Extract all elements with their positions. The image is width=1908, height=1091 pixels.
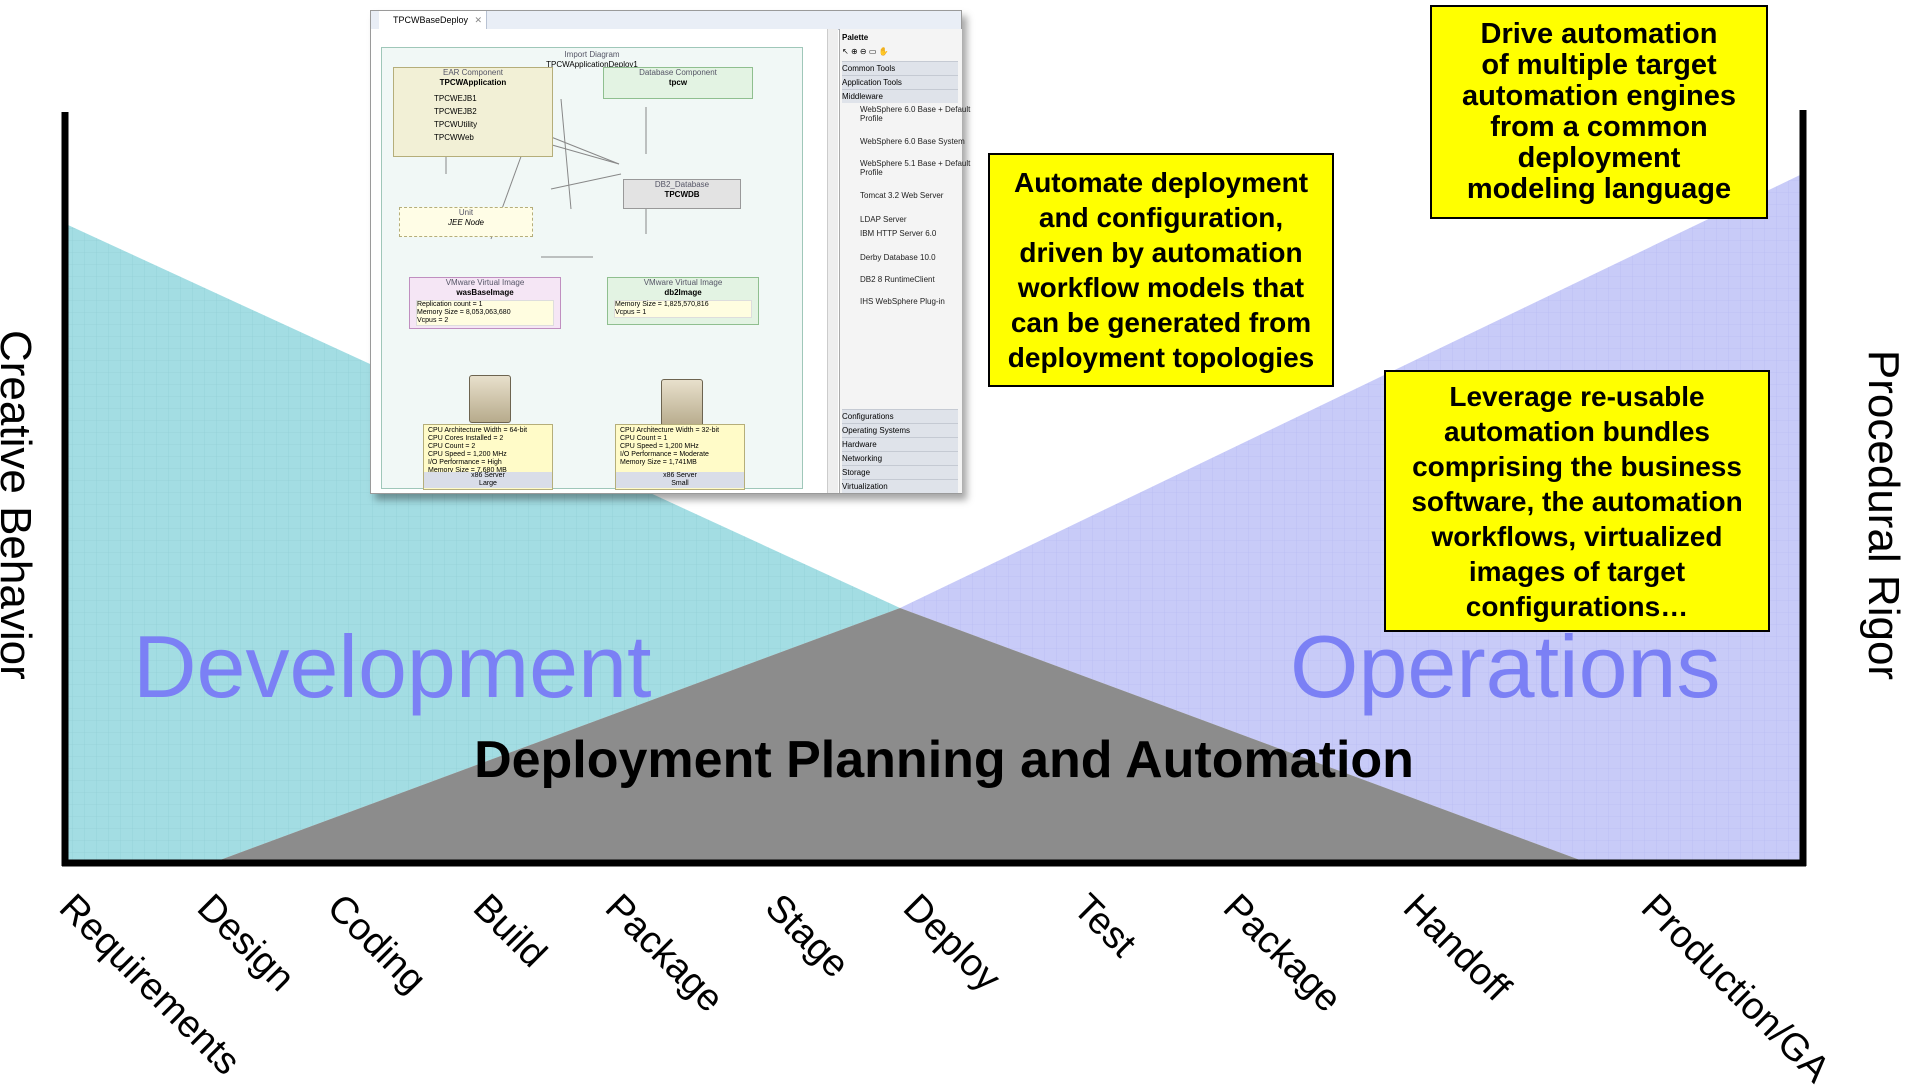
canvas-scrollbar[interactable] (827, 29, 838, 493)
palette-group-application-tools[interactable]: Application Tools (842, 75, 958, 89)
vm2-line: Vcpus = 1 (615, 309, 647, 316)
vm1-line: Replication count = 1 (417, 301, 483, 308)
db2-header: DB2_Database (654, 180, 710, 189)
palette-group-operating-systems[interactable]: Operating Systems (842, 423, 958, 437)
palette-toolbar[interactable]: ↖ ⊕ ⊖ ▭ ✋ (842, 45, 958, 58)
vm2-name: db2Image (664, 288, 702, 297)
server1-line: I/O Performance = High (428, 459, 502, 466)
server1-line: CPU Cores Installed = 2 (428, 435, 504, 442)
callout-leverage-bundles: Leverage re-usable automation bundles co… (1384, 370, 1770, 632)
zoom-in-icon[interactable]: ⊕ (850, 47, 858, 56)
palette-item[interactable]: IHS WebSphere Plug-in (860, 297, 945, 306)
operations-label: Operations (1290, 617, 1721, 716)
x86-server-small-node[interactable]: CPU Architecture Width = 32-bit CPU Coun… (615, 424, 745, 490)
server-icon (469, 375, 511, 423)
vm2-line: Memory Size = 1,825,570,816 (615, 301, 709, 308)
db2-name: TPCWDB (664, 190, 700, 199)
server1-line: CPU Count = 2 (428, 443, 476, 450)
ear-item: TPCWUtility (434, 120, 478, 129)
palette-item[interactable]: WebSphere 5.1 Base + Default Profile (860, 159, 971, 177)
dbcomp-name: tpcw (668, 78, 688, 87)
server2-size: Small (671, 480, 689, 487)
dbcomp-header: Database Component (639, 68, 717, 77)
close-icon[interactable]: ✕ (474, 15, 483, 25)
callout-automate-deployment: Automate deployment and configuration, d… (988, 153, 1334, 387)
server1-size: Large (479, 480, 497, 487)
ear-component-node[interactable]: EAR Component TPCWApplication TPCWEJB1 T… (393, 67, 553, 157)
vm1-line: Vcpus = 2 (417, 317, 449, 324)
server1-line: Memory Size = 7,680 MB (428, 467, 507, 474)
server2-line: CPU Architecture Width = 32-bit (620, 427, 720, 434)
server2-line: Memory Size = 1,741MB (620, 459, 697, 466)
unit-node[interactable]: Unit JEE Node (399, 207, 533, 237)
ear-item: TPCWEJB1 (434, 94, 477, 103)
vm1-name: wasBaseImage (456, 288, 514, 297)
server2-line: CPU Count = 1 (620, 435, 668, 442)
ear-item: TPCWWeb (434, 133, 474, 142)
database-component-node[interactable]: Database Component tpcw (603, 67, 753, 99)
vm2-header: VMware Virtual Image (643, 278, 723, 287)
palette-group-networking[interactable]: Networking (842, 451, 958, 465)
server2-type: x86 Server (663, 472, 697, 479)
palette-panel: Palette ↖ ⊕ ⊖ ▭ ✋ Common Tools Applicati… (839, 29, 970, 493)
palette-item[interactable]: Tomcat 3.2 Web Server (860, 191, 944, 200)
creative-behavior-label: Creative Behavior (0, 330, 40, 680)
note-icon[interactable]: ▭ (868, 47, 877, 56)
vmware-image-was-node[interactable]: VMware Virtual Image wasBaseImage Replic… (409, 277, 561, 329)
procedural-rigor-label: Procedural Rigor (1859, 349, 1908, 681)
palette-item[interactable]: DB2 8 RuntimeClient (860, 275, 935, 284)
tab-label: TPCWBaseDeploy (393, 15, 469, 25)
vmware-image-db2-node[interactable]: VMware Virtual Image db2Image Memory Siz… (607, 277, 759, 325)
server-icon (661, 379, 703, 427)
vm1-header: VMware Virtual Image (445, 278, 525, 287)
palette-item[interactable]: Derby Database 10.0 (860, 253, 936, 262)
zoom-out-icon[interactable]: ⊖ (859, 47, 867, 56)
import-diagram-name: TPCWApplicationDeploy1 (546, 60, 638, 69)
server2-line: I/O Performance = Moderate (620, 451, 709, 458)
deployment-region (220, 608, 1580, 860)
palette-item[interactable]: IBM HTTP Server 6.0 (860, 229, 937, 238)
palette-item[interactable]: LDAP Server (860, 215, 907, 224)
palette-group-storage[interactable]: Storage (842, 465, 958, 479)
server1-line: CPU Architecture Width = 64-bit (428, 427, 528, 434)
ear-header: EAR Component (442, 68, 504, 77)
unit-header: Unit (458, 208, 474, 217)
ear-name: TPCWApplication (439, 78, 507, 87)
select-arrow-icon[interactable]: ↖ (842, 47, 849, 56)
server1-line: CPU Speed = 1,200 MHz (428, 451, 507, 458)
hand-icon[interactable]: ✋ (878, 47, 889, 56)
x86-server-large-node[interactable]: CPU Architecture Width = 64-bit CPU Core… (423, 424, 553, 490)
topology-canvas[interactable]: Import Diagram TPCWApplicationDeploy1 EA… (371, 29, 836, 493)
palette-group-configurations[interactable]: Configurations (842, 409, 958, 423)
palette-title: Palette (842, 33, 869, 42)
ear-item: TPCWEJB2 (434, 107, 477, 116)
deployment-planning-label: Deployment Planning and Automation (474, 731, 1414, 789)
editor-tab-bar: TPCWBaseDeploy ✕ (371, 11, 961, 30)
palette-item[interactable]: WebSphere 6.0 Base System (860, 137, 965, 146)
db2-database-node[interactable]: DB2_Database TPCWDB (623, 179, 741, 209)
unit-name: JEE Node (447, 218, 485, 227)
callout-drive-automation: Drive automation of multiple target auto… (1430, 5, 1768, 219)
palette-group-hardware[interactable]: Hardware (842, 437, 958, 451)
editor-tab[interactable]: TPCWBaseDeploy ✕ (379, 11, 488, 29)
import-diagram-header: Import Diagram (564, 50, 620, 59)
vm1-line: Memory Size = 8,053,063,680 (417, 309, 511, 316)
palette-group-virtualization[interactable]: Virtualization (842, 479, 958, 493)
palette-group-middleware[interactable]: Middleware (842, 89, 958, 103)
server1-type: x86 Server (471, 472, 505, 479)
background-diagram (61, 110, 1807, 867)
development-label: Development (133, 617, 652, 716)
palette-group-common-tools[interactable]: Common Tools (842, 61, 958, 75)
topology-editor-screenshot: TPCWBaseDeploy ✕ Import Diagram TPCWAppl… (370, 10, 970, 494)
server2-line: CPU Speed = 1,200 MHz (620, 443, 699, 450)
palette-item[interactable]: WebSphere 6.0 Base + Default Profile (860, 105, 971, 123)
